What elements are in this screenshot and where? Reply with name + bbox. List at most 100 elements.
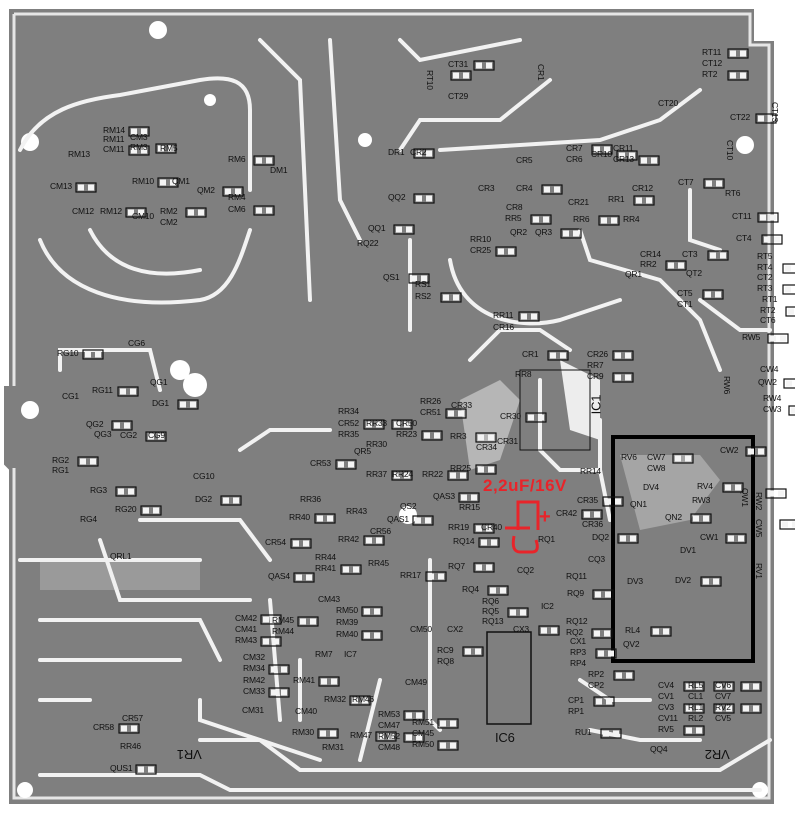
component-label: DV4 (643, 482, 659, 492)
component-label: CR26 (587, 349, 608, 359)
component-label: QG3 (94, 429, 112, 439)
smd-pad-pair (268, 664, 290, 675)
component-label: RM40 (336, 629, 358, 639)
component-label: RM32 (324, 694, 346, 704)
smd-pad-pair (538, 625, 560, 636)
component-label: RU1 (575, 727, 592, 737)
component-label: RR5 (505, 213, 522, 223)
smd-pad-pair (260, 614, 282, 625)
smd-pad-pair (591, 628, 613, 639)
capacitor-annotation-mark (505, 500, 540, 554)
smd-pad-pair (782, 284, 795, 295)
smd-pad-pair (700, 576, 722, 587)
component-label: RM51 (412, 717, 434, 727)
component-label: RR23 (396, 429, 417, 439)
component-label: CM12 (72, 206, 94, 216)
smd-pad-pair (185, 207, 207, 218)
smd-pad-pair (638, 155, 660, 166)
smd-pad-pair (612, 350, 634, 361)
component-label: RQ9 (567, 588, 584, 598)
smd-pad-pair (135, 764, 157, 775)
component-label: CR30 (500, 411, 521, 421)
component-label: RM53 (378, 709, 400, 719)
component-label: RP2 (588, 669, 604, 679)
component-label: CM41 (235, 624, 257, 634)
component-label: RM45 (272, 615, 294, 625)
component-label: RR17 (400, 570, 421, 580)
smd-pad-pair (475, 432, 497, 443)
smd-pad-pair (788, 405, 795, 416)
component-label: CL1 (688, 691, 703, 701)
component-label: CM11 (103, 144, 125, 154)
component-label: RG10 (57, 348, 79, 358)
component-label: RC9 (437, 645, 454, 655)
component-label: QW2 (758, 377, 777, 387)
smd-pad-pair (403, 732, 425, 743)
component-label: RR40 (289, 512, 310, 522)
component-label: RR37 (366, 469, 387, 479)
component-label: RT2 (702, 69, 718, 79)
component-label: RM41 (293, 675, 315, 685)
smd-pad-pair (740, 703, 762, 714)
component-label: RG20 (115, 504, 137, 514)
smd-pad-pair (125, 207, 147, 218)
smd-pad-pair (473, 523, 495, 534)
component-label: RR44 (315, 552, 336, 562)
component-label: QRL1 (110, 551, 132, 561)
smd-pad-pair (765, 488, 787, 499)
component-label: CM40 (295, 706, 317, 716)
smd-pad-pair (702, 289, 724, 300)
component-label: RM44 (272, 626, 294, 636)
component-label: QS2 (400, 501, 417, 511)
ic6-body (486, 631, 532, 725)
smd-pad-pair (530, 214, 552, 225)
component-label: CR40 (481, 522, 502, 532)
smd-pad-pair (462, 646, 484, 657)
smd-pad-pair (177, 399, 199, 410)
smd-pad-pair (437, 718, 459, 729)
component-label: CM42 (235, 613, 257, 623)
smd-pad-pair (727, 70, 749, 81)
copper-traces (18, 38, 772, 792)
component-label: QR1 (625, 269, 642, 279)
component-label: CR16 (493, 322, 514, 332)
smd-pad-pair (363, 419, 385, 430)
smd-pad-pair (111, 420, 133, 431)
component-label: CP1 (568, 695, 584, 705)
component-label: RT2 (760, 305, 776, 315)
smd-pad-pair (616, 150, 638, 161)
component-label: RT1 (762, 294, 778, 304)
smd-pad-pair (335, 459, 357, 470)
smd-pad-pair (391, 419, 413, 430)
component-label: RV2 (715, 702, 731, 712)
component-label: CM31 (242, 705, 264, 715)
smd-pad-pair (703, 178, 725, 189)
component-label: CM48 (378, 742, 400, 752)
component-label: RT11 (702, 47, 722, 57)
component-label: CR58 (93, 722, 114, 732)
smd-pad-pair (707, 250, 729, 261)
vr1-label: VR1 (177, 747, 202, 762)
component-label: RR30 (366, 439, 387, 449)
component-label: CR21 (568, 197, 589, 207)
component-label: RQ22 (357, 238, 379, 248)
smd-pad-pair (592, 589, 614, 600)
smd-pad-pair (260, 636, 282, 647)
smd-pad-pair (118, 723, 140, 734)
component-label: RG4 (80, 514, 97, 524)
component-label: RL1 (688, 702, 703, 712)
ic2-label: IC2 (541, 601, 554, 611)
component-label: DG2 (195, 494, 212, 504)
capacitor-polarity-mark: + (539, 506, 551, 528)
smd-pad-pair (253, 205, 275, 216)
smd-pad-pair (475, 464, 497, 475)
component-label: CR3 (478, 183, 495, 193)
component-label: CT5 (677, 288, 693, 298)
component-label: CR25 (470, 245, 491, 255)
component-label: RR34 (338, 406, 359, 416)
component-label: RQ7 (448, 561, 465, 571)
component-label: CR1 (522, 349, 539, 359)
component-label: CT29 (448, 91, 468, 101)
